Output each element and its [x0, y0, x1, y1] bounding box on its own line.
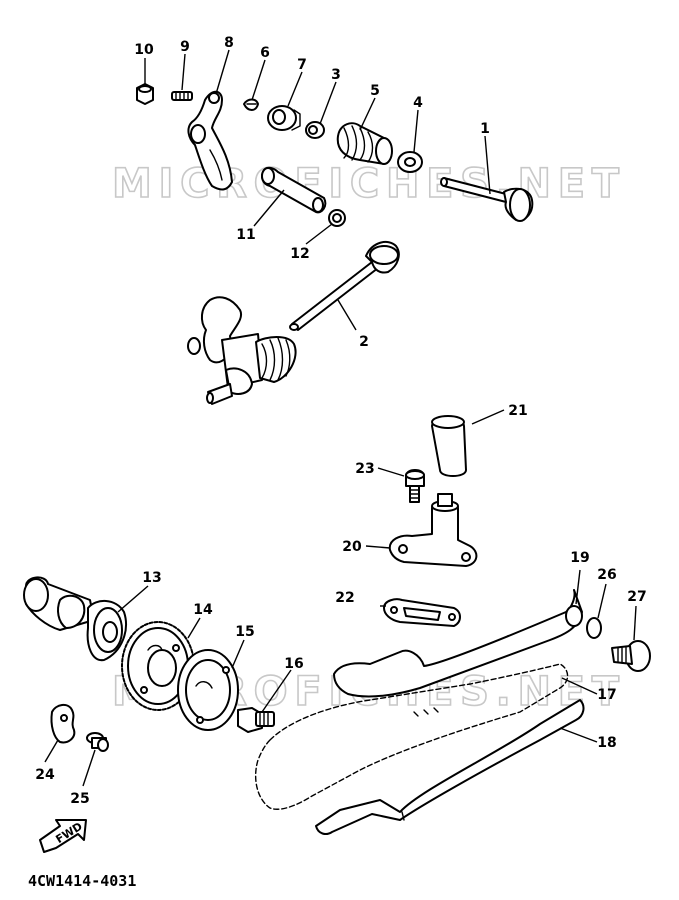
part-16-bolt: [237, 707, 275, 733]
callout-18: 18: [597, 735, 616, 751]
callout-labels: 10 9 8 6 7 3 5 4 1 11 12 2 13 14 15 16 2…: [35, 35, 646, 807]
callout-11: 11: [236, 227, 255, 243]
callout-1: 1: [480, 121, 490, 137]
callout-14: 14: [193, 602, 213, 618]
callout-2: 2: [359, 334, 369, 350]
callout-4: 4: [413, 95, 423, 111]
callout-17: 17: [597, 687, 616, 703]
part-15-plate: [177, 649, 239, 731]
callout-19: 19: [570, 550, 589, 566]
callout-10: 10: [134, 42, 154, 58]
callout-26: 26: [597, 567, 616, 583]
fwd-arrow-icon: FWD: [39, 819, 87, 853]
callout-6: 6: [260, 45, 270, 61]
assembled-valve-train: [187, 296, 297, 405]
callout-9: 9: [180, 39, 190, 55]
part-1-valve: [440, 177, 534, 222]
callout-3: 3: [331, 67, 341, 83]
part-19-tensioner-guide: [333, 589, 583, 698]
watermark-top: MICROFICHES.NET: [112, 161, 622, 207]
part-14-cam-sprocket: [121, 621, 195, 711]
callout-13: 13: [142, 570, 161, 586]
part-17-cam-chain: [254, 663, 569, 810]
part-25-screw: [86, 732, 109, 752]
part-7-spring-retainer: [267, 105, 301, 131]
part-21-tensioner-cap: [431, 415, 467, 477]
part-11-rocker-shaft: [261, 166, 327, 214]
part-24-stopper: [50, 704, 76, 744]
part-22-gasket: [383, 598, 461, 627]
callout-21: 21: [508, 403, 527, 419]
part-5-valve-spring: [336, 122, 393, 165]
leader-lines: [44, 49, 637, 787]
callout-15: 15: [235, 624, 254, 640]
callout-24: 24: [35, 767, 55, 783]
callout-16: 16: [284, 656, 303, 672]
part-12-o-ring: [328, 209, 346, 227]
part-3-stem-seal: [305, 121, 325, 139]
part-10-nut: [136, 83, 154, 105]
part-6-valve-cotter: [243, 98, 259, 111]
part-9-adjusting-screw: [171, 91, 193, 101]
part-4-spring-seat: [397, 151, 423, 173]
part-20-tensioner-body: [388, 493, 478, 567]
callout-20: 20: [342, 539, 362, 555]
drawing-code: 4CW1414-4031: [28, 872, 136, 890]
callout-5: 5: [370, 83, 380, 99]
callout-22: 22: [335, 590, 354, 606]
callout-25: 25: [70, 791, 89, 807]
callout-23: 23: [355, 461, 374, 477]
callout-7: 7: [297, 57, 307, 73]
part-23-bolt: [405, 469, 425, 503]
part-13-camshaft: [23, 576, 127, 662]
part-26-washer: [586, 617, 602, 639]
part-2-valve: [289, 240, 400, 331]
part-27-bolt: [611, 640, 651, 672]
callout-27: 27: [627, 589, 646, 605]
part-18-chain-guide: [315, 699, 585, 835]
callout-8: 8: [224, 35, 234, 51]
part-8-rocker-arm: [187, 90, 233, 191]
callout-12: 12: [290, 246, 309, 262]
